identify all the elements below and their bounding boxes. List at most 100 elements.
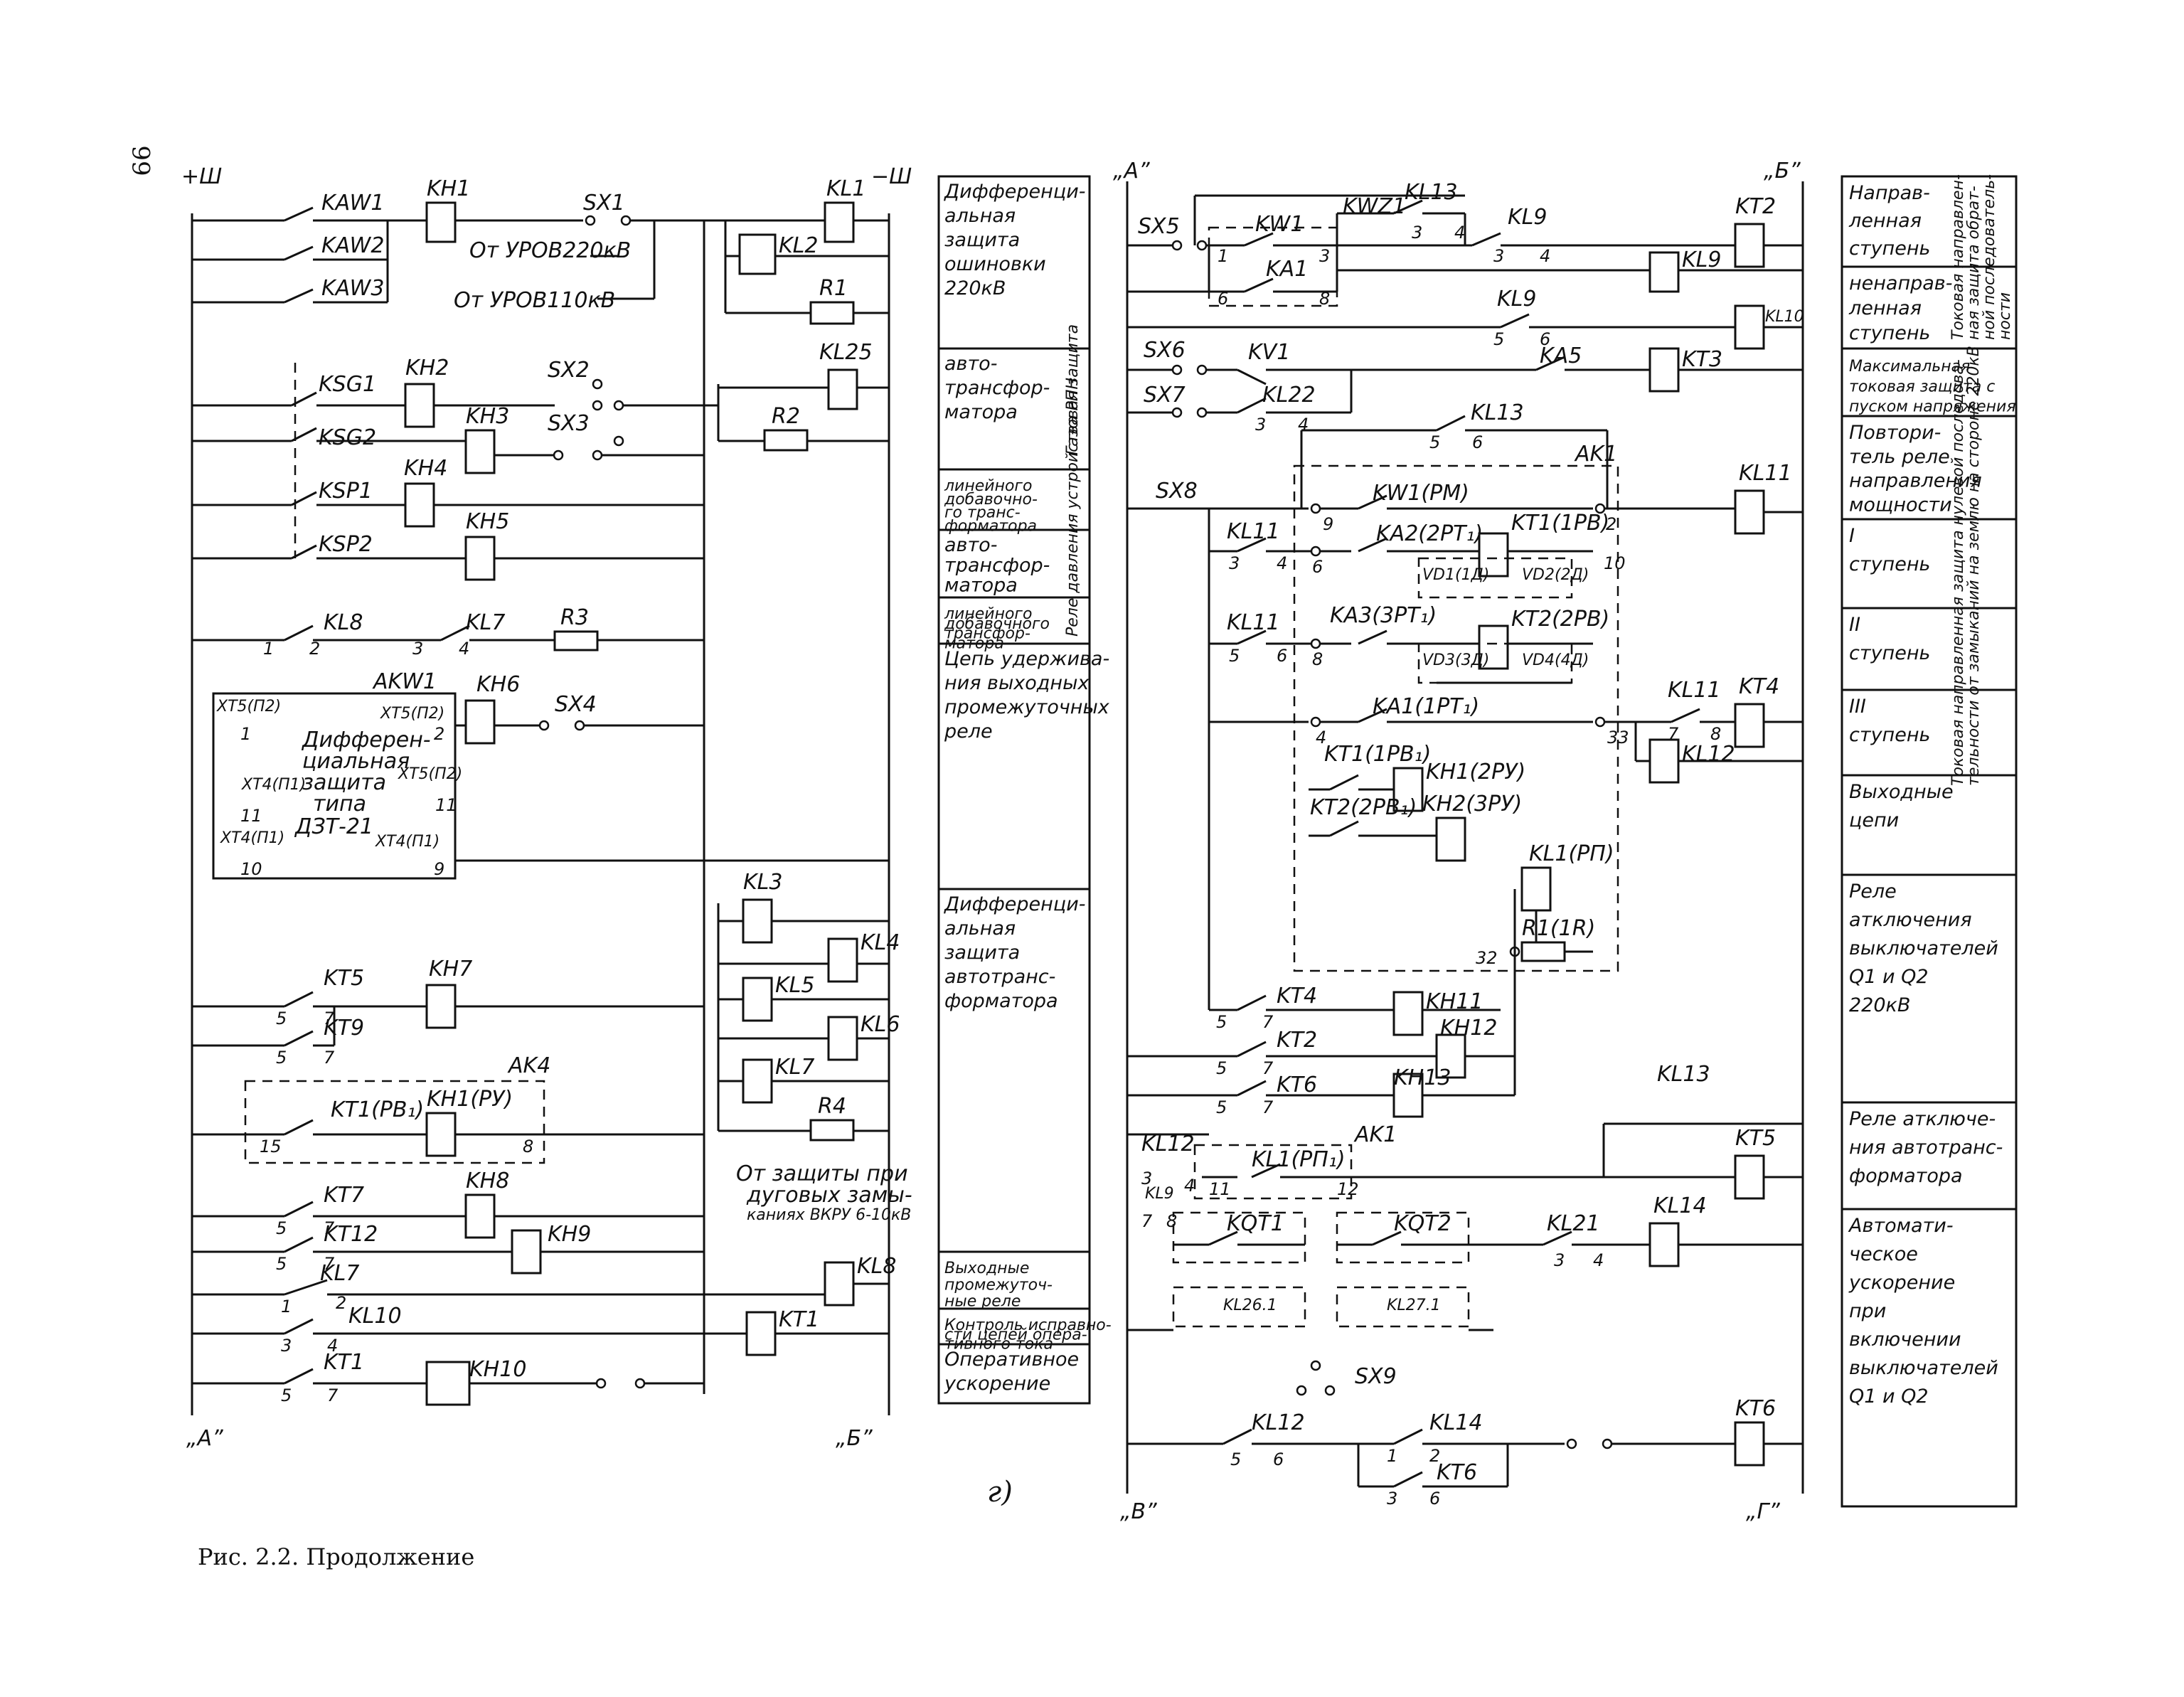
svg-text:2: 2 <box>1429 1446 1440 1466</box>
svg-text:5: 5 <box>1229 646 1240 666</box>
rail-plus-label: +Ш <box>181 164 222 189</box>
middle-panel-text: Контроль исправно- <box>944 1316 1112 1334</box>
right-panel-text: ступень <box>1849 322 1930 344</box>
right-panel-text: пуском напряжения <box>1849 398 2016 416</box>
svg-text:11: 11 <box>435 795 457 815</box>
middle-panel-text: го транс- <box>944 504 1021 522</box>
middle-panel-text: защита <box>944 229 1020 251</box>
svg-text:R2: R2 <box>772 404 800 429</box>
svg-text:дуговых замы-: дуговых замы- <box>746 1183 912 1208</box>
svg-text:каниях ВКРУ 6-10кВ: каниях ВКРУ 6-10кВ <box>747 1206 911 1224</box>
svg-text:типа: типа <box>313 792 366 816</box>
svg-text:SX7: SX7 <box>1144 383 1186 408</box>
svg-text:KT6: KT6 <box>1735 1396 1776 1421</box>
svg-text:KA5: KA5 <box>1540 344 1582 368</box>
svg-text:12: 12 <box>1337 1179 1359 1199</box>
svg-text:6: 6 <box>1429 1489 1440 1509</box>
svg-text:KH4: KH4 <box>404 456 447 481</box>
svg-text:4: 4 <box>1298 415 1309 435</box>
right-panel-text: ускорение <box>1848 1272 1955 1294</box>
svg-text:KT4: KT4 <box>1739 674 1779 699</box>
svg-text:Дифферен-: Дифферен- <box>301 728 431 752</box>
svg-text:KL14: KL14 <box>1653 1193 1707 1218</box>
ak4-block <box>244 1080 545 1164</box>
svg-text:SX9: SX9 <box>1355 1364 1397 1389</box>
svg-text:ДЗТ-21: ДЗТ-21 <box>294 814 373 839</box>
svg-text:KT1: KT1 <box>324 1350 364 1375</box>
svg-text:7: 7 <box>324 1218 335 1238</box>
right-panel-text: ния автотранс- <box>1849 1137 2003 1159</box>
svg-text:KL27.1: KL27.1 <box>1387 1297 1441 1314</box>
svg-text:KL1: KL1 <box>826 176 865 201</box>
svg-text:6: 6 <box>1312 557 1323 577</box>
svg-text:7: 7 <box>1141 1211 1153 1231</box>
right-panel-text: ческое <box>1849 1243 1918 1265</box>
right-panel-text: включении <box>1849 1329 1961 1351</box>
svg-text:AK4: AK4 <box>507 1053 550 1078</box>
svg-text:4: 4 <box>1454 223 1465 243</box>
middle-panel-text: трансфор- <box>944 554 1050 576</box>
svg-text:KL12: KL12 <box>1252 1410 1305 1435</box>
svg-text:KL10: KL10 <box>348 1304 402 1329</box>
svg-text:6: 6 <box>1472 432 1483 452</box>
middle-panel-text: трансфор- <box>944 625 1030 643</box>
svg-text:3: 3 <box>1554 1250 1565 1270</box>
svg-text:7: 7 <box>324 1048 335 1068</box>
svg-text:8: 8 <box>1710 724 1721 744</box>
svg-text:KL4: KL4 <box>861 930 900 955</box>
svg-text:3: 3 <box>1141 1169 1152 1188</box>
svg-text:5: 5 <box>276 1218 287 1238</box>
rail-b-label: „Б” <box>836 1426 873 1451</box>
svg-text:KT3: KT3 <box>1682 347 1722 372</box>
svg-text:KT6: KT6 <box>1437 1460 1477 1485</box>
svg-text:KA3(3PT₁): KA3(3PT₁) <box>1330 603 1437 628</box>
svg-text:R1: R1 <box>819 276 848 301</box>
svg-text:XT5(П2): XT5(П2) <box>380 705 444 723</box>
svg-text:KL12: KL12 <box>1141 1132 1195 1156</box>
svg-text:8: 8 <box>1166 1211 1177 1231</box>
svg-text:5: 5 <box>1216 1097 1227 1117</box>
svg-text:KQT1: KQT1 <box>1227 1211 1284 1236</box>
svg-text:KT1: KT1 <box>779 1307 819 1332</box>
svg-text:7: 7 <box>1262 1097 1274 1117</box>
svg-text:AKW1: AKW1 <box>372 669 437 694</box>
right-panel-text: Q1 и Q2 <box>1849 1385 1929 1408</box>
middle-panel-text: матора <box>944 401 1018 423</box>
svg-text:5: 5 <box>1230 1449 1241 1469</box>
svg-text:4: 4 <box>1540 246 1550 266</box>
right-panel-text: Автомати- <box>1848 1215 1954 1237</box>
svg-text:8: 8 <box>1319 289 1330 309</box>
right-panel-text: Направ- <box>1849 182 1930 204</box>
right-panel-text: Реле атключе- <box>1849 1108 1996 1130</box>
svg-text:6: 6 <box>1277 646 1287 666</box>
svg-text:KL2: KL2 <box>779 233 818 258</box>
svg-text:32: 32 <box>1476 948 1498 968</box>
dzt21-block <box>212 692 457 880</box>
right-panel-text: ненаправ- <box>1849 272 1952 294</box>
middle-function-panel: Дифференци-альнаязащитаошиновки220кВавто… <box>937 175 1112 1405</box>
svg-text:KH1(2PУ): KH1(2PУ) <box>1426 760 1525 784</box>
right-panel-text: ступень <box>1849 724 1930 746</box>
svg-text:R1(1R): R1(1R) <box>1522 916 1595 941</box>
svg-text:9: 9 <box>1323 514 1333 534</box>
svg-text:2: 2 <box>309 639 320 659</box>
right-panel-text: Реле <box>1849 881 1897 903</box>
middle-panel-text: линейного <box>944 605 1032 623</box>
svg-text:SX8: SX8 <box>1156 479 1198 504</box>
middle-panel-text: сти цепей опера- <box>944 1326 1087 1344</box>
svg-text:KH7: KH7 <box>429 957 472 982</box>
figure-caption: Рис. 2.2. Продолжение <box>198 1543 475 1570</box>
svg-text:KL10: KL10 <box>1765 308 1804 326</box>
svg-text:KT5: KT5 <box>1735 1126 1776 1151</box>
svg-text:3: 3 <box>1255 415 1266 435</box>
svg-text:SX5: SX5 <box>1138 214 1180 239</box>
svg-text:KL8: KL8 <box>857 1254 896 1279</box>
relay-kl2 <box>738 233 777 275</box>
right-panel-text: 220кВ <box>1849 994 1910 1016</box>
svg-text:KA1(1PT₁): KA1(1PT₁) <box>1373 694 1479 719</box>
middle-panel-text: форматора <box>944 517 1037 535</box>
svg-text:KT2: KT2 <box>1735 194 1776 219</box>
svg-text:SX1: SX1 <box>583 191 625 216</box>
svg-text:XT4(П1): XT4(П1) <box>241 776 306 794</box>
